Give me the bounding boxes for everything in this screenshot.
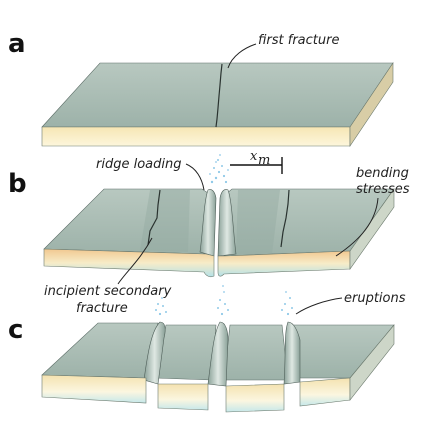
flexural-moat-right [236,190,280,256]
slab-a-right [349,62,394,147]
eruption-spray-2 [217,285,229,316]
incipient-fracture-label-1: incipient secondary [44,284,172,299]
block-2-front [157,383,209,411]
xm-subscript: m [258,153,270,168]
bending-stresses-leader [335,197,379,257]
first-fracture-crack [215,63,223,128]
eruptions-leader [295,297,343,315]
block-3-front [225,383,285,413]
eruptions-label: eruptions [344,291,406,306]
incipient-fracture-right [280,189,290,248]
ridge-c-2 [207,321,229,387]
panel-c: c eruptions [8,285,406,413]
ridge-right [217,189,237,257]
slab-b-left-front [43,248,215,278]
panel-a-letter: a [8,29,26,59]
slab-b-right-end [349,188,395,270]
block-3-top [223,324,289,381]
eruption-spray-3 [281,291,293,316]
panel-b-letter: b [8,169,27,199]
incipient-fracture-left [147,189,161,246]
xm-scale-bar: x m [230,149,283,174]
ridge-loading-label: ridge loading [96,157,181,172]
block-4-end [349,324,395,401]
block-4-front [299,377,351,407]
panel-b: b x m rid [8,149,410,316]
incipient-fracture-label-2: fracture [76,301,128,316]
ridge-loading-leader [185,163,205,191]
bending-stresses-label-1: bending [356,166,409,181]
ridge-spray [209,154,229,184]
first-fracture-label: first fracture [258,33,339,48]
panel-a: a first fracture [8,29,394,147]
flexural-moat-left [140,190,190,252]
incipient-fracture-leader [117,237,153,285]
ridge-left [199,189,217,257]
block-1-top [41,322,159,379]
xm-label: x [250,149,258,164]
block-1-front [41,374,147,404]
bending-stresses-label-2: stresses [356,182,410,197]
ridge-c-1 [143,321,166,385]
eruption-spray-1 [155,297,167,316]
panel-c-letter: c [8,315,23,345]
ridge-c-3 [283,321,301,385]
first-fracture-leader [227,43,257,69]
slab-a-front [41,126,351,147]
